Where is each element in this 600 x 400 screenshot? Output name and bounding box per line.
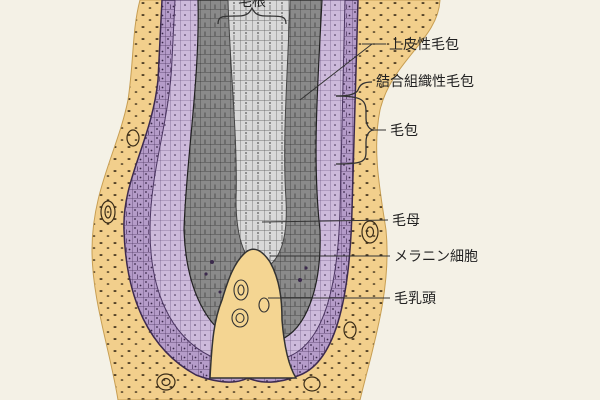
connective-sheath-label: 結合組織性毛包 [376,74,474,90]
melanocyte-label: メラニン細胞 [394,249,478,265]
dermis-blood-vessels [100,129,379,392]
connective-sheath-brace [335,81,373,97]
dermal-papilla [209,248,298,379]
papilla-capillaries [231,279,270,328]
follicle-label: 毛包 [390,123,418,139]
epithelial-sheath-label: 上皮性毛包 [389,37,459,53]
leader-lines [261,43,390,299]
matrix-label: 毛母 [392,213,420,229]
melanocyte-granules [204,260,308,294]
papilla-label: 毛乳頭 [394,291,436,307]
hair-root-brace [217,6,287,25]
hair-root-label: 毛根 [238,0,266,10]
